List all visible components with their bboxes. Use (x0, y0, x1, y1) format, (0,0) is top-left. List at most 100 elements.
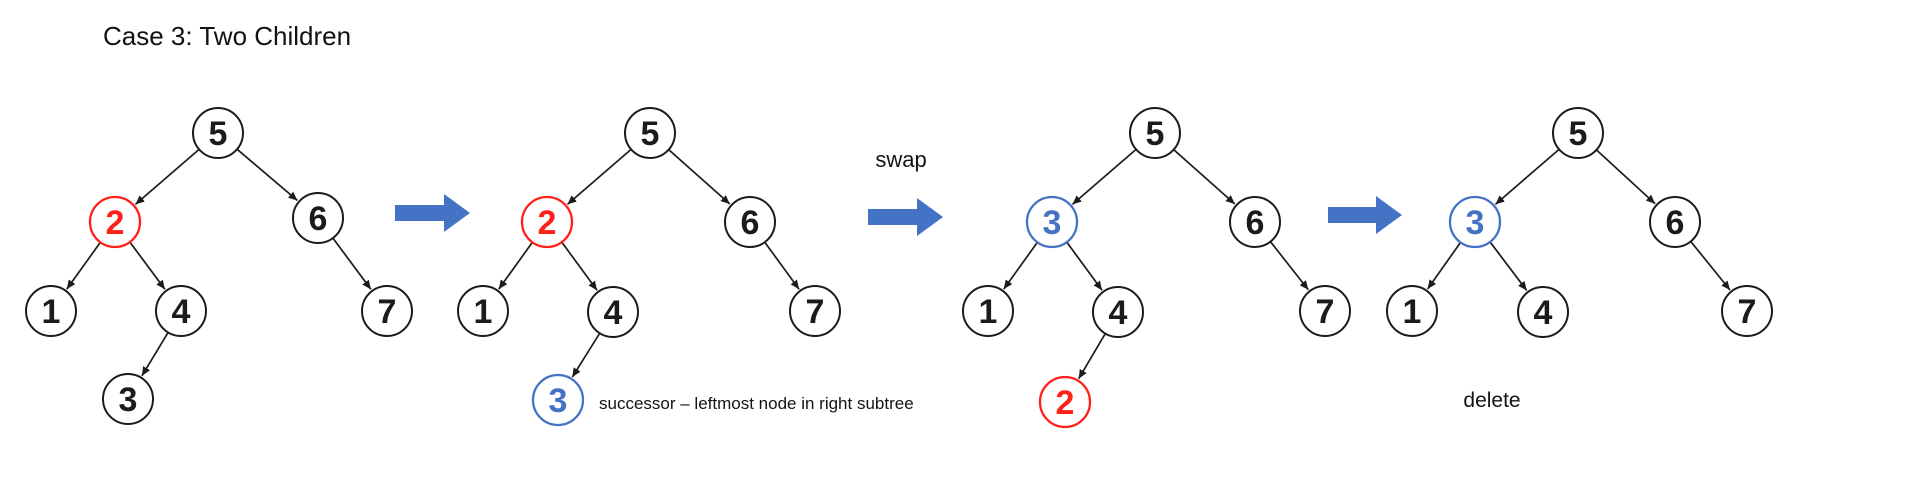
node-circle (457, 285, 509, 337)
node-value: 1 (979, 293, 998, 331)
node-value: 4 (172, 293, 191, 331)
node-value: 7 (806, 293, 825, 331)
flow-arrow-2-icon (868, 198, 943, 236)
tree2-edge-5-6 (668, 148, 731, 205)
node-circle (1448, 195, 1502, 249)
tree1-edge-5-2 (134, 148, 200, 205)
node-value: 7 (1316, 293, 1335, 331)
node-value: 6 (309, 200, 328, 238)
node-circle (1129, 107, 1181, 159)
node-value: 4 (1109, 294, 1128, 332)
tree2-edge-2-1 (498, 241, 534, 290)
node-circle (1552, 107, 1604, 159)
tree1-edge-6-7 (332, 237, 372, 290)
tree3-edge-5-3 (1071, 148, 1137, 205)
tree3-edge-3-1 (1003, 241, 1039, 290)
node-value: 5 (209, 115, 228, 153)
node-value: 6 (1246, 204, 1265, 242)
tree-3-after-swap: 5 3 6 1 4 2 7 (962, 107, 1351, 429)
tree2-node-4: 4 (587, 286, 639, 338)
trees-layer: 5 2 6 1 4 3 7 5 2 6 1 4 3 7 5 3 6 1 4 2 7 5 3 6 1 4 7 (25, 107, 1773, 429)
tree4-edge-3-1 (1426, 241, 1462, 290)
tree4-node-6: 6 (1649, 196, 1701, 248)
node-value: 5 (1569, 115, 1588, 153)
tree4-node-3: 3 (1448, 195, 1502, 249)
node-value: 7 (1738, 293, 1757, 331)
tree1-edge-2-4 (129, 241, 166, 290)
tree4-edge-5-3 (1494, 148, 1560, 205)
tree3-node-5: 5 (1129, 107, 1181, 159)
node-value: 4 (604, 294, 623, 332)
tree2-node-2: 2 (520, 195, 574, 249)
node-value: 6 (741, 204, 760, 242)
node-value: 6 (1666, 204, 1685, 242)
node-circle (962, 285, 1014, 337)
tree4-edge-3-4 (1489, 241, 1528, 291)
node-circle (192, 107, 244, 159)
tree3-edge-5-6 (1173, 148, 1236, 205)
node-circle (155, 285, 207, 337)
node-circle (1649, 196, 1701, 248)
tree3-node-1: 1 (962, 285, 1014, 337)
node-value: 1 (1403, 293, 1422, 331)
tree3-edge-6-7 (1269, 241, 1309, 291)
node-value: 4 (1534, 294, 1553, 332)
tree1-node-6: 6 (292, 192, 344, 244)
node-circle (587, 286, 639, 338)
tree2-node-5: 5 (624, 107, 676, 159)
page-title: Case 3: Two Children (103, 21, 352, 51)
tree3-edge-4-2 (1077, 333, 1107, 380)
tree2-node-7: 7 (789, 285, 841, 337)
node-value: 5 (1146, 115, 1165, 153)
successor-annotation: successor – leftmost node in right subtr… (599, 394, 914, 413)
node-circle (531, 373, 585, 427)
node-circle (25, 285, 77, 337)
node-value: 3 (119, 381, 138, 419)
tree2-edge-2-4 (561, 241, 598, 291)
node-circle (1386, 285, 1438, 337)
node-circle (1299, 285, 1351, 337)
tree1-node-4: 4 (155, 285, 207, 337)
tree4-edge-6-7 (1690, 240, 1731, 291)
tree1-node-2: 2 (88, 195, 142, 249)
node-circle (1092, 286, 1144, 338)
tree-4-after-delete: 5 3 6 1 4 7 (1386, 107, 1773, 338)
flow-arrows-layer (395, 194, 1402, 236)
tree1-edge-4-3 (141, 331, 169, 377)
node-circle (1038, 375, 1092, 429)
tree3-node-2: 2 (1038, 375, 1092, 429)
tree4-node-4: 4 (1517, 286, 1569, 338)
node-circle (789, 285, 841, 337)
flow-arrow-3-icon (1328, 196, 1402, 234)
tree1-edge-5-6 (236, 148, 298, 202)
node-circle (292, 192, 344, 244)
node-circle (102, 373, 154, 425)
tree4-edge-5-6 (1595, 149, 1656, 205)
node-circle (520, 195, 574, 249)
node-circle (88, 195, 142, 249)
node-value: 2 (538, 204, 557, 242)
tree2-edge-4-3 (571, 332, 601, 378)
tree4-node-5: 5 (1552, 107, 1604, 159)
tree2-edge-5-2 (566, 148, 632, 205)
node-value: 7 (378, 293, 397, 331)
node-value: 2 (106, 204, 125, 242)
tree2-node-1: 1 (457, 285, 509, 337)
tree1-node-7: 7 (361, 285, 413, 337)
node-circle (724, 196, 776, 248)
delete-label: delete (1463, 389, 1521, 412)
tree2-node-6: 6 (724, 196, 776, 248)
tree2-edge-6-7 (764, 241, 800, 290)
node-value: 3 (1043, 204, 1062, 242)
tree3-node-4: 4 (1092, 286, 1144, 338)
node-circle (1229, 196, 1281, 248)
tree1-node-1: 1 (25, 285, 77, 337)
tree3-node-3: 3 (1025, 195, 1079, 249)
node-value: 3 (549, 382, 568, 420)
node-value: 2 (1056, 384, 1075, 422)
node-value: 1 (42, 293, 61, 331)
node-value: 3 (1466, 204, 1485, 242)
tree2-node-3: 3 (531, 373, 585, 427)
